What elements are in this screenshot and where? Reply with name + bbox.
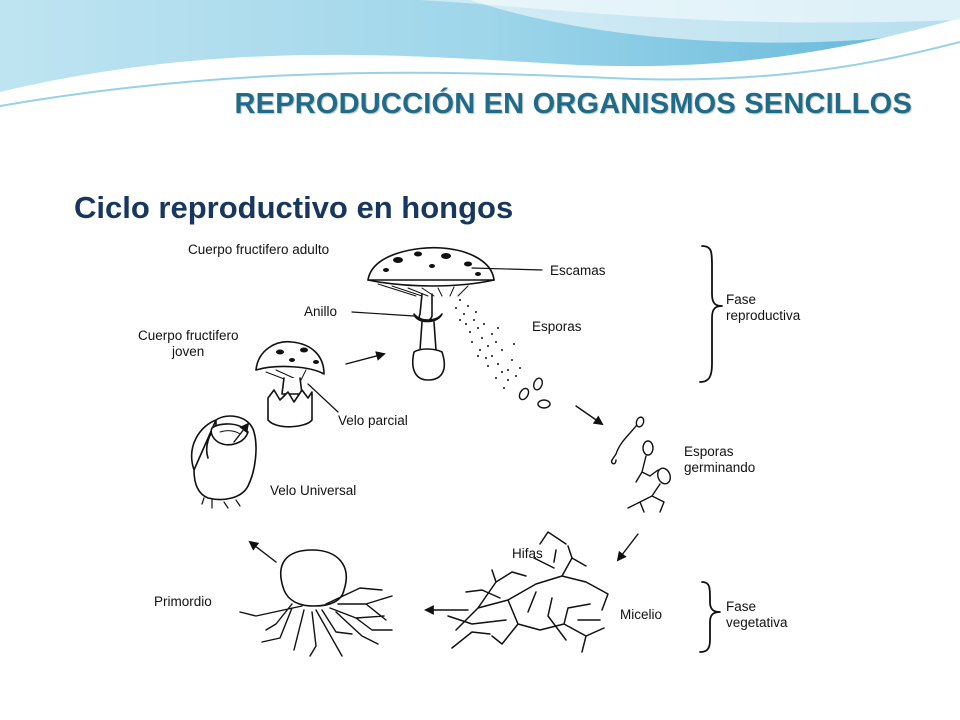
header-wave-decoration — [0, 0, 960, 107]
leader-anillo — [351, 311, 415, 317]
spore-cloud — [455, 299, 521, 389]
label-fase-reproductiva-2: reproductiva — [726, 308, 801, 323]
arrow-germinating-to-hifas — [616, 533, 639, 562]
slide-title: REPRODUCCIÓN EN ORGANISMOS SENCILLOS — [234, 88, 912, 120]
bracket-vegetative — [699, 581, 721, 653]
fungus-life-cycle-diagram: Cuerpo fructifero adulto Escamas Fase re… — [116, 232, 844, 670]
label-micelio: Micelio — [620, 607, 662, 622]
leader-lines — [307, 267, 543, 413]
label-esporas-germinando-2: germinando — [684, 460, 755, 475]
label-fase-reproductiva-1: Fase — [726, 292, 756, 307]
label-anillo: Anillo — [304, 304, 337, 319]
cycle-arrows — [233, 351, 639, 615]
label-primordio: Primordio — [154, 594, 212, 609]
adult-mushroom-illustration — [367, 246, 495, 381]
young-mushroom-illustration — [255, 341, 325, 428]
primordium-illustration — [239, 549, 393, 657]
label-fase-vegetativa-1: Fase — [726, 599, 756, 614]
label-cuerpo-adulto: Cuerpo fructifero adulto — [188, 242, 329, 257]
arrow-spores-to-germinating — [575, 405, 604, 426]
slide-subtitle: Ciclo reproductivo en hongos — [74, 190, 514, 225]
label-esporas-germinando-1: Esporas — [684, 444, 734, 459]
label-esporas: Esporas — [532, 319, 582, 334]
leader-escamas — [471, 267, 543, 271]
germinating-spores-illustration — [610, 416, 671, 513]
universal-veil-illustration — [190, 415, 257, 509]
leader-velo-parcial — [307, 383, 339, 413]
mycelium-illustration — [447, 531, 609, 653]
bracket-reproductive — [699, 245, 723, 383]
label-hifas: Hifas — [512, 546, 543, 561]
label-escamas: Escamas — [550, 263, 606, 278]
arrow-young-to-adult — [345, 351, 386, 365]
label-velo-parcial: Velo parcial — [338, 413, 408, 428]
label-cuerpo-joven-1: Cuerpo fructifero — [138, 328, 239, 343]
spores — [518, 377, 551, 409]
arrow-veil-to-young — [233, 422, 250, 443]
label-fase-vegetativa-2: vegetativa — [726, 615, 788, 630]
arrow-primordium-to-veil — [248, 540, 277, 563]
label-velo-universal: Velo Universal — [270, 483, 356, 498]
label-cuerpo-joven-2: joven — [171, 344, 204, 359]
